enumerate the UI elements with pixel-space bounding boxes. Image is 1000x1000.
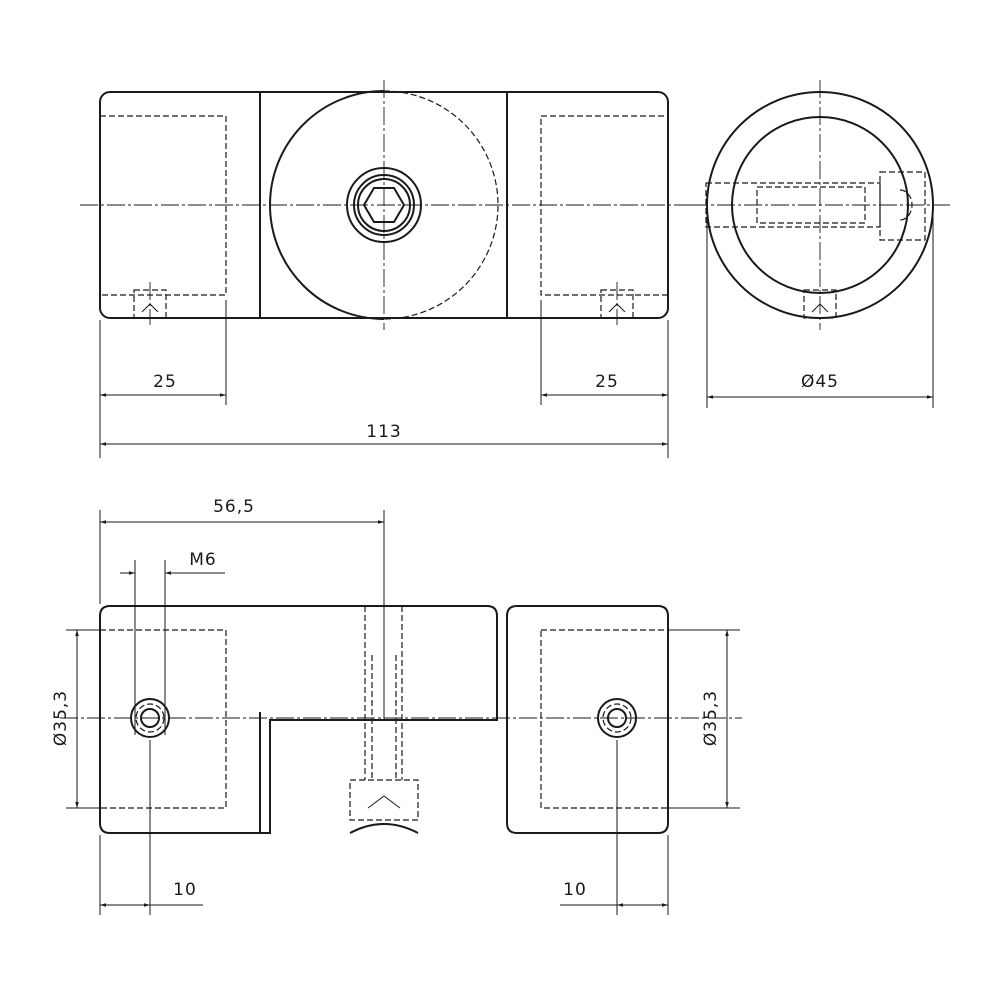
set-screw-left [133,282,167,325]
set-screw-right [600,282,634,325]
top-view [80,80,690,330]
dim-left-offset: 10 [173,880,197,900]
hole-left [130,698,170,738]
dim-top-left-width: 25 [153,372,177,392]
dim-top-right-width: 25 [595,372,619,392]
dim-overall-length: 113 [366,422,401,442]
dim-right-bore: Ø35,3 [701,690,721,746]
dimensions: 25 25 113 Ø45 56,5 M6 Ø35,3 Ø35,3 10 10 [51,210,934,915]
dim-half-length: 56,5 [213,497,255,517]
dim-left-bore: Ø35,3 [51,690,71,746]
side-view [690,80,950,330]
dim-side-diameter: Ø45 [801,372,839,392]
hole-right [597,698,637,738]
dim-right-offset: 10 [563,880,587,900]
front-view [60,605,742,834]
dim-thread: M6 [189,550,216,570]
